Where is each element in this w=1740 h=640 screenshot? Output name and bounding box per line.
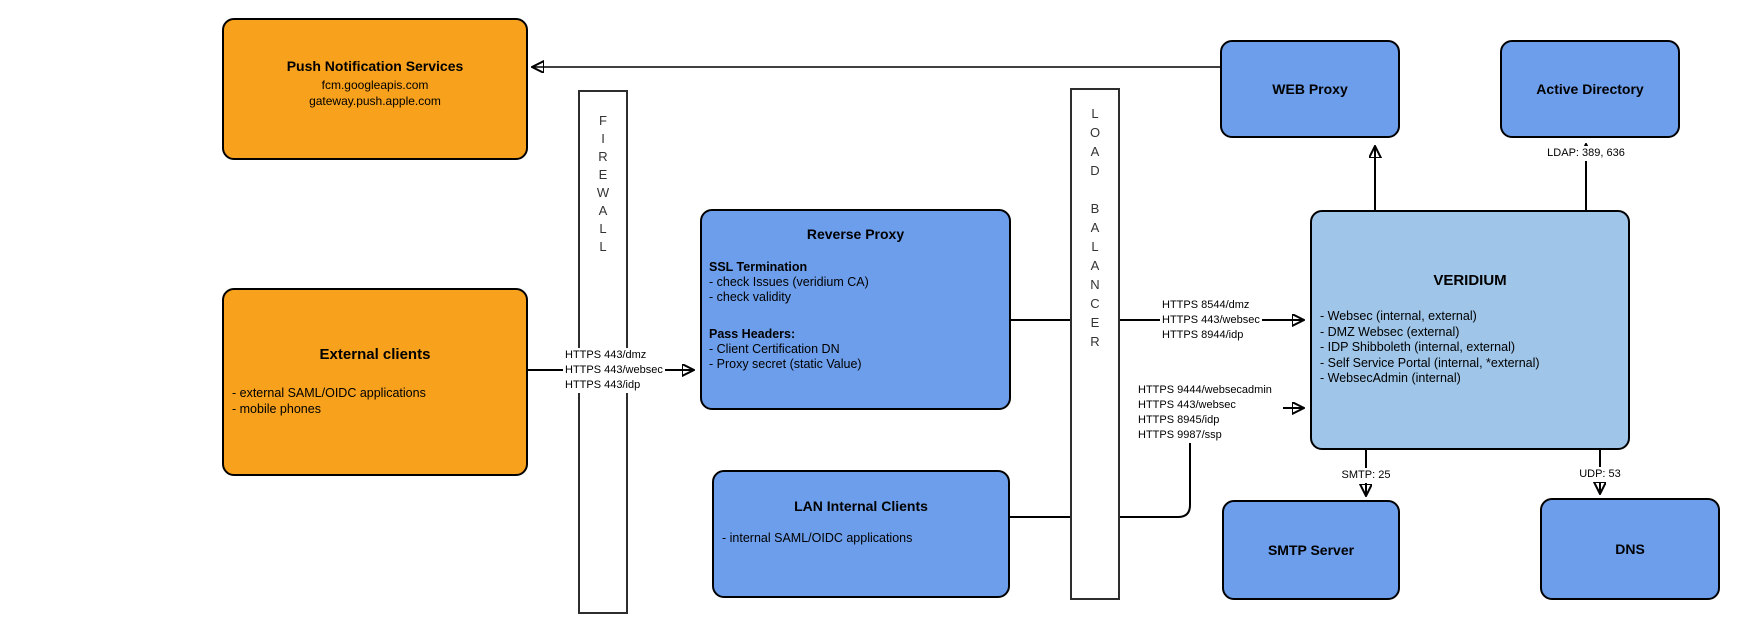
list-item: HTTPS 443/dmz [565, 349, 647, 361]
list-item: - IDP Shibboleth (internal, external) [1320, 340, 1516, 354]
list-item: - DMZ Websec (external) [1320, 324, 1460, 339]
reverse-proxy-title: Reverse Proxy [806, 226, 905, 242]
list-item: - Proxy secret (static Value) [709, 357, 862, 371]
node-smtp-server: SMTP Server [1222, 500, 1400, 600]
reverse-proxy-section-heading: SSL Termination [709, 260, 808, 274]
list-item: HTTPS 8944/idp [1162, 329, 1244, 341]
node-active-directory: Active Directory [1500, 40, 1680, 138]
list-item: fcm.googleapis.com [321, 78, 429, 92]
load-balancer-label: L O A D B A L A N C E R [1089, 106, 1101, 349]
web-proxy-title: WEB Proxy [1272, 81, 1348, 97]
list-item: - external SAML/OIDC applications [232, 386, 426, 400]
active-directory-title: Active Directory [1536, 81, 1644, 97]
edge-label-udp: UDP: 53 [1577, 467, 1623, 482]
list-item: HTTPS 443/websec [565, 364, 663, 376]
push-notification-endpoints: fcm.googleapis.com gateway.push.apple.com [224, 77, 526, 109]
firewall-label: F I R E W A L L [596, 113, 610, 254]
external-clients-title: External clients [319, 346, 431, 363]
list-item: HTTPS 443/websec [1162, 314, 1260, 326]
node-veridium: VERIDIUM - Websec (internal, external)- … [1310, 210, 1630, 450]
list-item: HTTPS 9987/ssp [1138, 429, 1222, 441]
node-push-notification-services: Push Notification Services fcm.googleapi… [222, 18, 528, 160]
node-external-clients: External clients - external SAML/OIDC ap… [222, 288, 528, 476]
dns-title: DNS [1615, 541, 1645, 557]
list-item: gateway.push.apple.com [309, 94, 441, 108]
list-item: - check Issues (veridium CA) [709, 275, 869, 289]
reverse-proxy-section-items: - check Issues (veridium CA)- check vali… [702, 275, 1009, 305]
node-web-proxy: WEB Proxy [1220, 40, 1400, 138]
veridium-title: VERIDIUM [1433, 272, 1507, 289]
smtp-server-title: SMTP Server [1267, 542, 1355, 558]
list-item: - Client Certification DN [709, 342, 840, 356]
veridium-services: - Websec (internal, external)- DMZ Webse… [1312, 309, 1628, 387]
list-item: - WebsecAdmin (internal) [1320, 371, 1461, 385]
list-item: - Websec (internal, external) [1320, 309, 1477, 323]
list-item: - check validity [709, 290, 791, 304]
list-item: - Self Service Portal (internal, *extern… [1320, 355, 1540, 370]
node-lan-internal-clients: LAN Internal Clients - internal SAML/OID… [712, 470, 1010, 598]
edge-label-smtp: SMTP: 25 [1339, 468, 1393, 483]
list-item: - mobile phones [232, 402, 321, 416]
external-clients-items: - external SAML/OIDC applications - mobil… [224, 385, 526, 417]
reverse-proxy-section-items: - Client Certification DN- Proxy secret … [702, 342, 1009, 372]
list-item: HTTPS 8945/idp [1138, 414, 1220, 426]
list-item: HTTPS 443/websec [1138, 399, 1236, 411]
list-item: HTTPS 443/idp [565, 379, 641, 391]
node-dns: DNS [1540, 498, 1720, 600]
reverse-proxy-section-heading: Pass Headers: [709, 327, 796, 341]
node-load-balancer: L O A D B A L A N C E R [1070, 88, 1120, 600]
lan-internal-clients-items: - internal SAML/OIDC applications [714, 530, 1008, 546]
lan-internal-clients-title: LAN Internal Clients [794, 498, 928, 514]
node-reverse-proxy: Reverse Proxy SSL Termination - check Is… [700, 209, 1011, 410]
edge-label-ldap: LDAP: 389, 636 [1545, 146, 1627, 161]
push-notification-title: Push Notification Services [286, 58, 464, 74]
list-item: HTTPS 9444/websecadmin [1138, 384, 1272, 396]
list-item: - internal SAML/OIDC applications [722, 531, 913, 545]
list-item: HTTPS 8544/dmz [1162, 299, 1250, 311]
